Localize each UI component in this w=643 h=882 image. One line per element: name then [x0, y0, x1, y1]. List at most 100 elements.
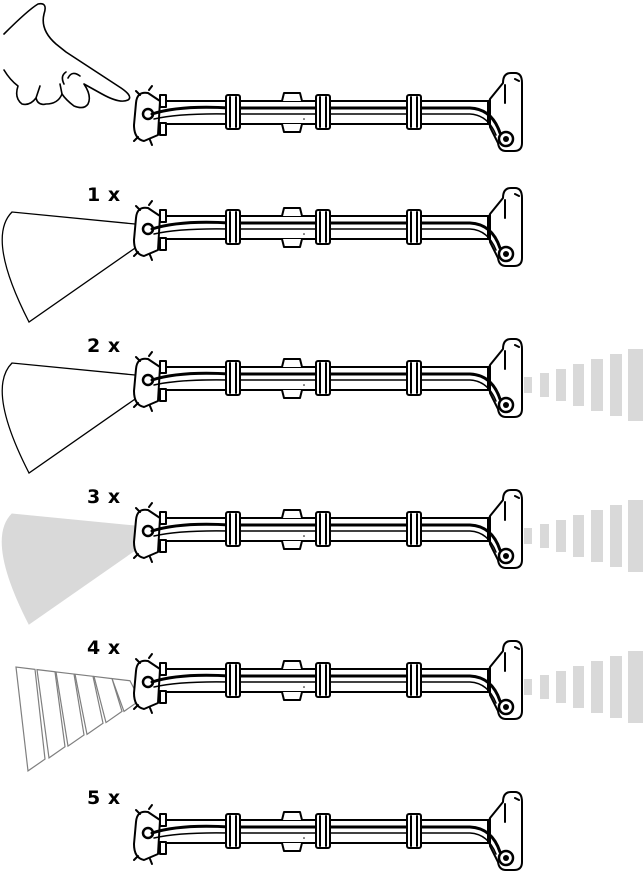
light-bar-device	[133, 791, 523, 871]
band-1-detail	[229, 362, 237, 394]
head-clip-top	[159, 209, 167, 223]
left-light-beam-filled	[1, 513, 139, 625]
lamp-head-fins	[133, 653, 153, 714]
mount-bracket-bottom	[281, 540, 303, 550]
band-2-detail	[319, 815, 327, 847]
band-3-detail	[410, 513, 418, 545]
left-light-beam-outline	[1, 362, 139, 474]
end-cap-detail	[504, 78, 520, 104]
step-3-label: 3 x	[87, 486, 121, 508]
end-cap-detail	[504, 344, 520, 370]
band-1-detail	[229, 664, 237, 696]
right-beam-bar-6	[610, 354, 622, 416]
light-bar-device	[133, 187, 523, 267]
band-1-detail	[229, 513, 237, 545]
mount-bracket-top	[281, 92, 303, 102]
head-clip-top	[159, 94, 167, 108]
head-clip-bottom	[159, 690, 167, 704]
center-dot	[303, 384, 305, 386]
head-clip-bottom	[159, 237, 167, 251]
finger-pointer-icon	[3, 2, 131, 109]
mount-bracket-bottom	[281, 691, 303, 701]
head-clip-top	[159, 662, 167, 676]
band-3-detail	[410, 815, 418, 847]
mount-bracket-bottom	[281, 123, 303, 133]
band-1-detail	[229, 96, 237, 128]
band-3-detail	[410, 96, 418, 128]
band-2	[315, 813, 331, 849]
band-1-detail	[229, 815, 237, 847]
band-2	[315, 360, 331, 396]
mount-bracket-top	[281, 811, 303, 821]
band-2	[315, 209, 331, 245]
center-dot	[303, 118, 305, 120]
band-1	[225, 94, 241, 130]
light-bar-device	[133, 338, 523, 418]
hand-outline	[3, 2, 131, 109]
end-cap-detail	[504, 646, 520, 672]
lamp-head-fins	[133, 85, 153, 146]
band-2	[315, 94, 331, 130]
step-5-label: 5 x	[87, 787, 121, 809]
beam-slice-2	[93, 675, 123, 724]
right-beam-bar-1	[524, 679, 532, 695]
right-beam-bar-1	[524, 377, 532, 393]
beam-slice-4	[55, 671, 85, 748]
band-2	[315, 511, 331, 547]
left-light-beam-outline	[1, 211, 139, 323]
right-beam-bar-4	[573, 515, 584, 557]
band-3-detail	[410, 211, 418, 243]
right-beam-bar-3	[556, 369, 566, 401]
beam-slice-5	[36, 668, 66, 759]
band-1	[225, 209, 241, 245]
step-1-label: 1 x	[87, 184, 121, 206]
end-cap-detail	[504, 193, 520, 219]
end-cap-knob-center	[503, 251, 509, 257]
band-3-detail	[410, 362, 418, 394]
center-dot	[303, 233, 305, 235]
band-3	[406, 209, 422, 245]
center-dot	[303, 535, 305, 537]
center-dot	[303, 837, 305, 839]
right-beam-bar-4	[573, 364, 584, 406]
beam-slice-6	[15, 666, 46, 772]
head-clip-top	[159, 813, 167, 827]
center-dot	[303, 686, 305, 688]
step-2-label: 2 x	[87, 335, 121, 357]
lamp-head-fins	[133, 502, 153, 563]
right-beam-bar-2	[540, 675, 549, 699]
band-1-detail	[229, 211, 237, 243]
band-1	[225, 813, 241, 849]
band-1	[225, 662, 241, 698]
mount-bracket-top	[281, 358, 303, 368]
right-beam-bar-4	[573, 666, 584, 708]
mount-bracket-top	[281, 660, 303, 670]
band-2-detail	[319, 211, 327, 243]
band-1	[225, 511, 241, 547]
head-clip-top	[159, 360, 167, 374]
end-cap-knob-center	[503, 553, 509, 559]
head-clip-top	[159, 511, 167, 525]
end-cap-knob-center	[503, 704, 509, 710]
head-clip-bottom	[159, 841, 167, 855]
mount-bracket-bottom	[281, 842, 303, 852]
right-beam-bar-5	[591, 510, 603, 562]
beam-slice-3	[74, 673, 104, 736]
right-beam-bar-7	[628, 500, 643, 572]
band-3	[406, 94, 422, 130]
band-2-detail	[319, 362, 327, 394]
band-2-detail	[319, 513, 327, 545]
head-clip-bottom	[159, 539, 167, 553]
light-bar-device	[133, 640, 523, 720]
end-cap-detail	[504, 797, 520, 823]
band-3	[406, 662, 422, 698]
head-clip-bottom	[159, 388, 167, 402]
right-beam-bar-3	[556, 671, 566, 703]
right-beam-bar-5	[591, 359, 603, 411]
right-beam-bar-5	[591, 661, 603, 713]
end-cap-detail	[504, 495, 520, 521]
band-3-detail	[410, 664, 418, 696]
band-3	[406, 813, 422, 849]
end-cap-knob-center	[503, 402, 509, 408]
